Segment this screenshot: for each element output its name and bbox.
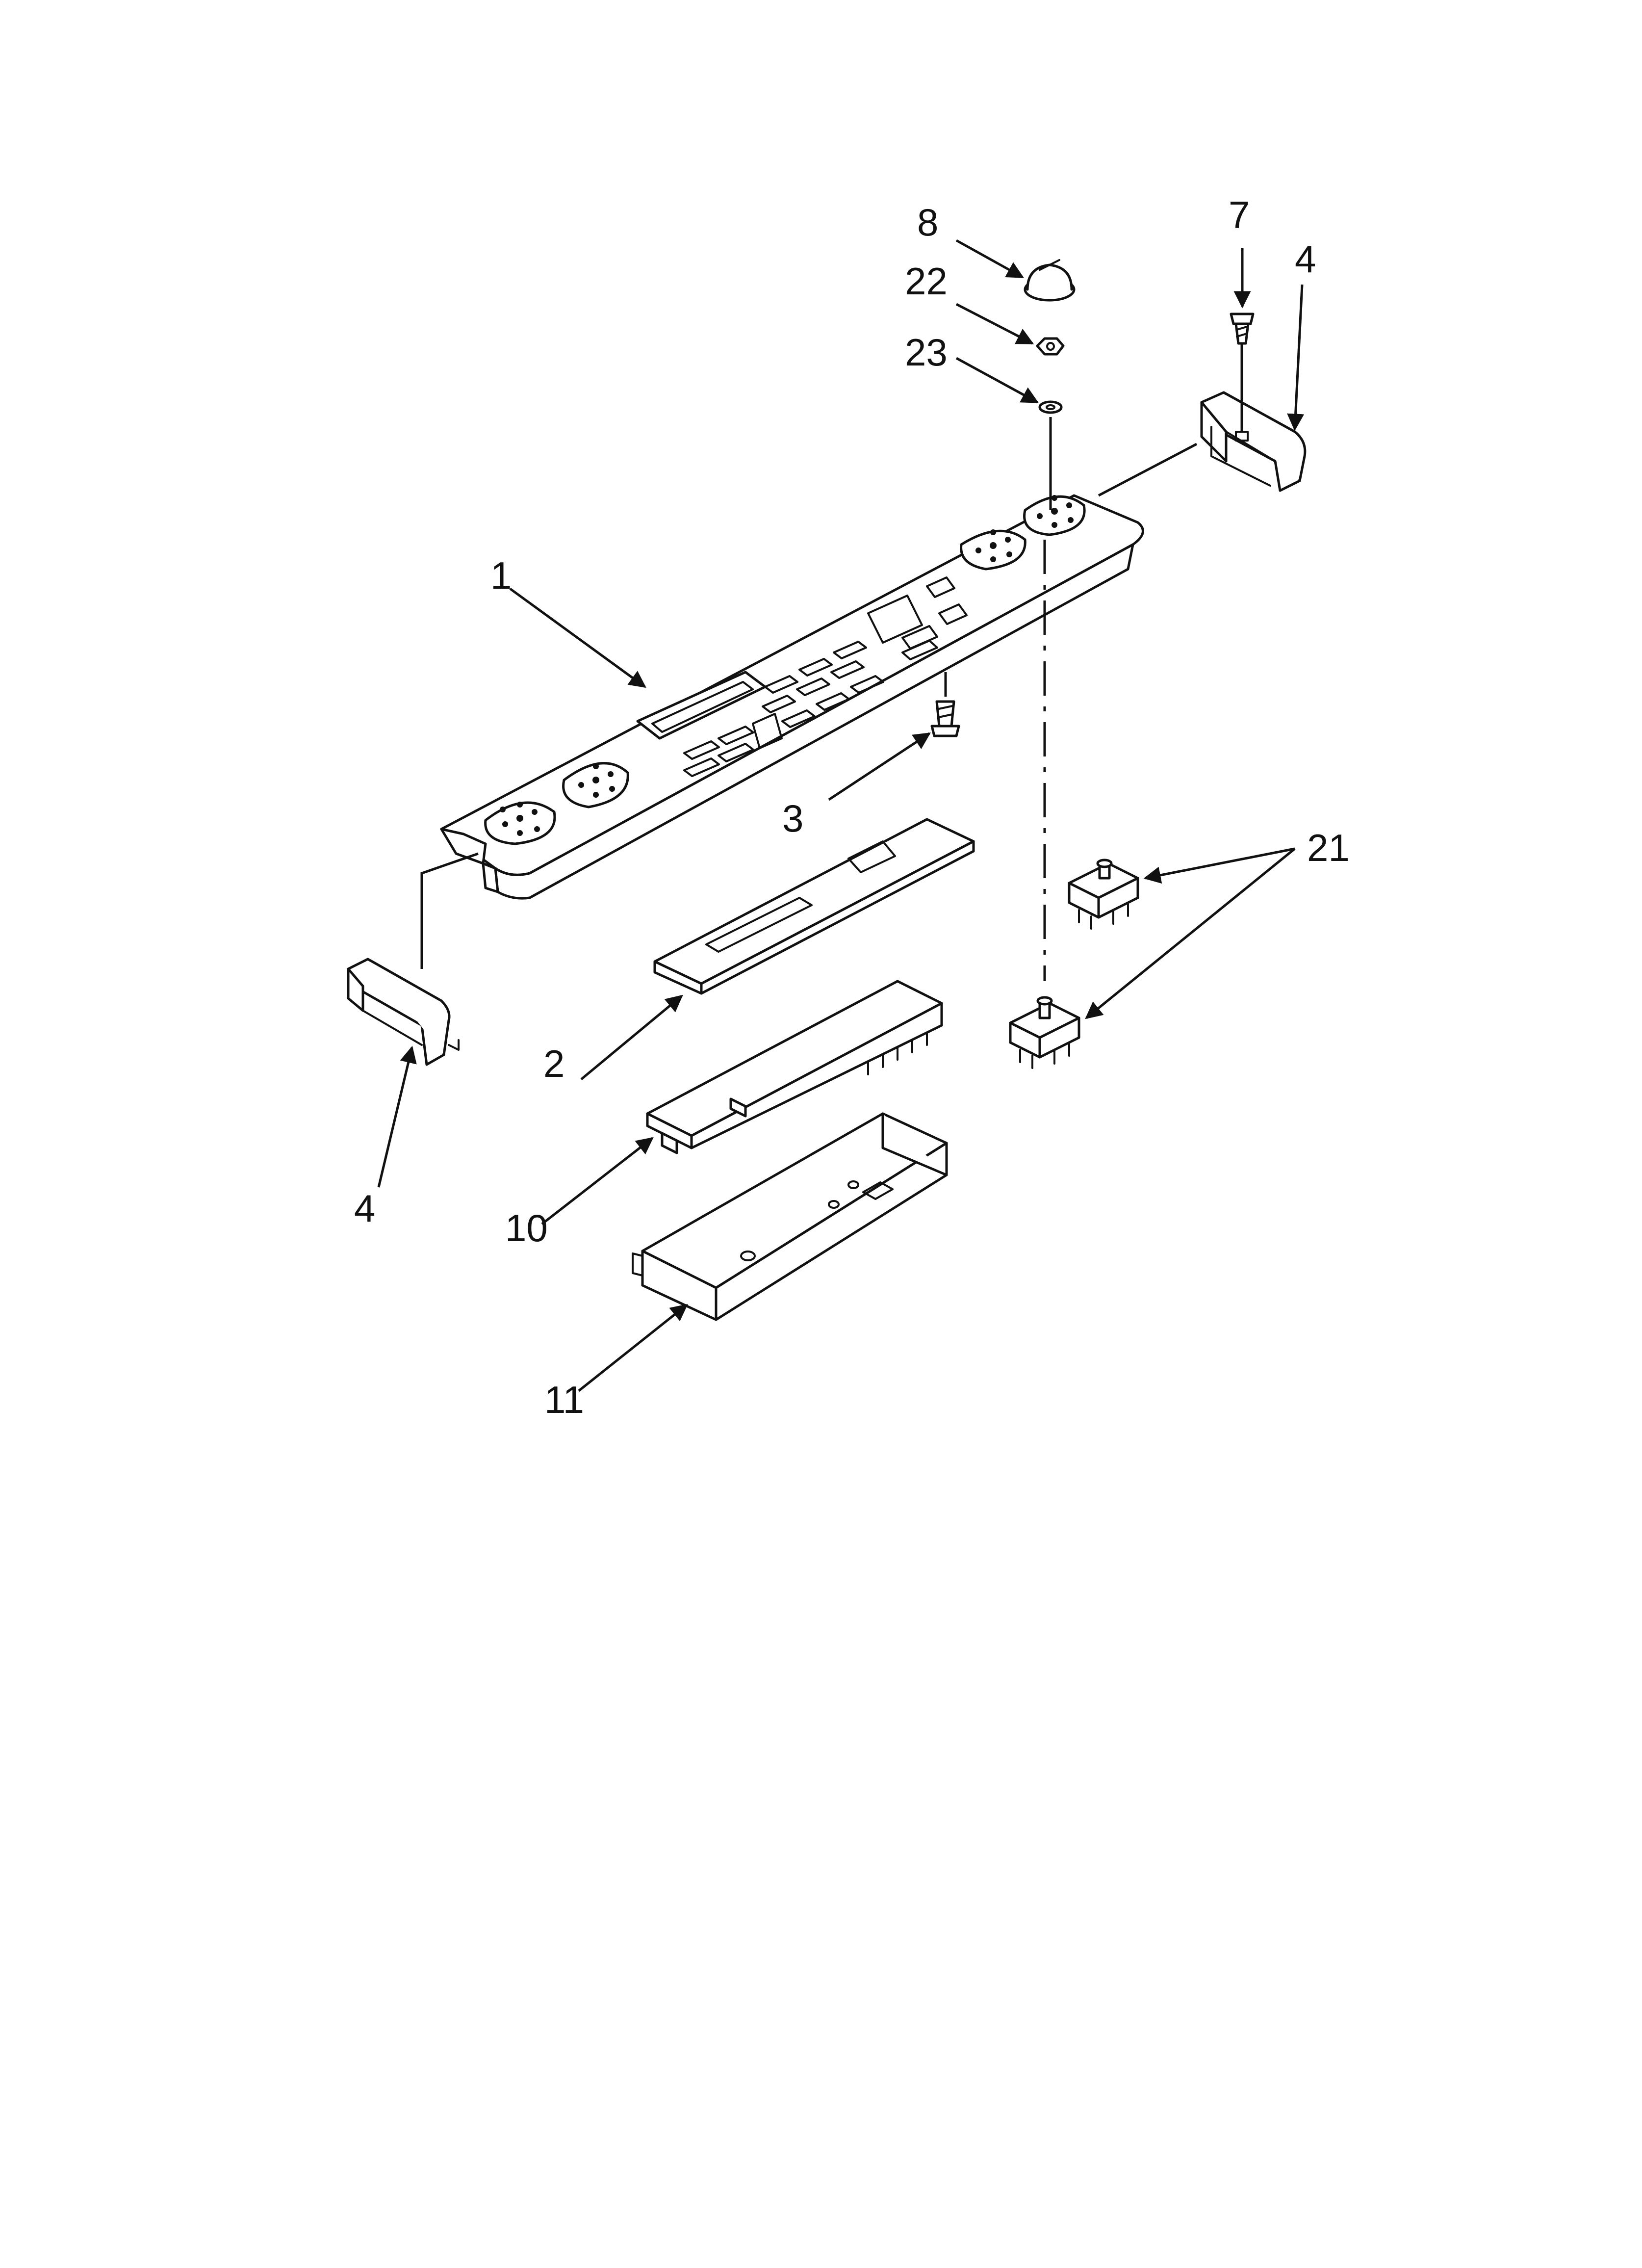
callout-label: 4 [1295, 237, 1316, 281]
end-cap-left [347, 958, 460, 1066]
leader-left-cap [420, 852, 479, 969]
washer [1038, 400, 1063, 414]
control-board [646, 980, 943, 1154]
callout-label: 22 [905, 260, 948, 303]
callout-labels: 1 2 3 4 4 7 8 10 11 21 22 23 [354, 193, 1350, 1421]
screw-under-panel [930, 672, 960, 737]
callout-label: 1 [490, 554, 512, 597]
switch-upper [1068, 859, 1139, 930]
callout-label: 11 [544, 1378, 584, 1421]
callout-label: 8 [917, 201, 938, 244]
knob [1024, 259, 1076, 302]
leader-right-cap [1098, 443, 1198, 497]
switch-lower [1009, 996, 1080, 1069]
callout-label: 3 [782, 797, 803, 840]
board-housing [632, 1112, 948, 1321]
callout-label: 2 [543, 1042, 564, 1085]
control-panel [440, 494, 1144, 900]
nut [1036, 337, 1065, 356]
overlay [653, 818, 975, 995]
callout-label: 4 [354, 1187, 375, 1230]
screw-top-right [1230, 313, 1255, 432]
callout-label: 23 [905, 331, 948, 374]
callout-label: 10 [505, 1206, 548, 1250]
end-cap-right [1200, 391, 1307, 492]
callout-arrows [377, 239, 1305, 1392]
callout-label: 21 [1307, 826, 1350, 869]
callout-label: 7 [1229, 193, 1250, 236]
